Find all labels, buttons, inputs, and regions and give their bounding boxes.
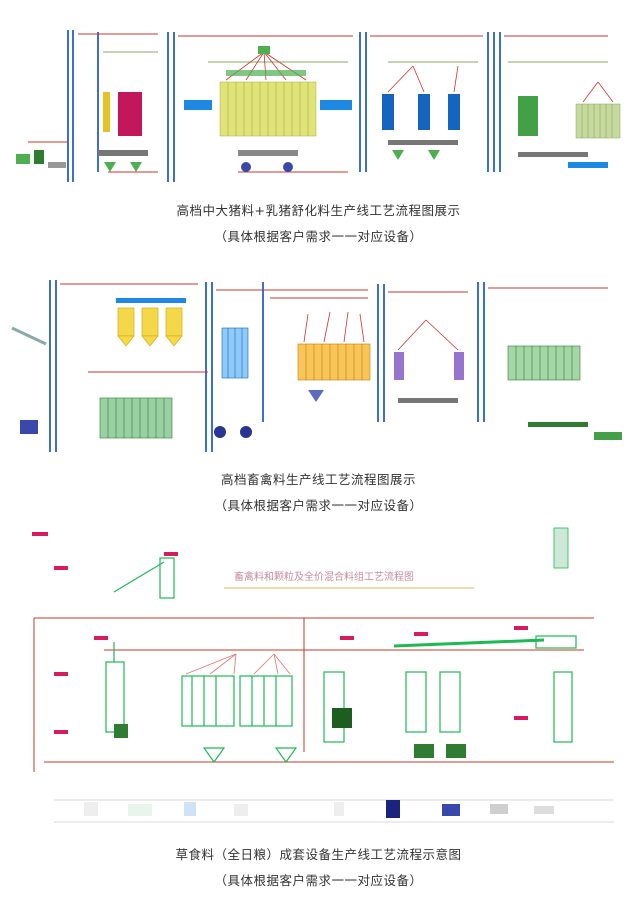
- flow-diagram-livestock-feed: [8, 272, 630, 460]
- flow-diagram-herbivore-feed: 畜禽料和颗粒及全价混合料组工艺流程图: [14, 522, 624, 834]
- figure-3-caption: 草食料（全日粮）成套设备生产线工艺流程示意图: [175, 847, 462, 862]
- flow-diagram-pig-feed: [8, 22, 630, 192]
- figure-1-caption: 高档中大猪料+乳猪舒化料生产线工艺流程图展示: [176, 203, 461, 218]
- drawing-title: 畜禽料和颗粒及全价混合料组工艺流程图: [234, 570, 414, 583]
- figure-2-caption: 高档畜禽料生产线工艺流程图展示: [220, 472, 416, 487]
- figure-3-subcaption: （具体根据客户需求一一对应设备）: [214, 873, 423, 888]
- figure-2-subcaption: （具体根据客户需求一一对应设备）: [214, 498, 423, 513]
- figure-1-subcaption: （具体根据客户需求一一对应设备）: [214, 229, 423, 244]
